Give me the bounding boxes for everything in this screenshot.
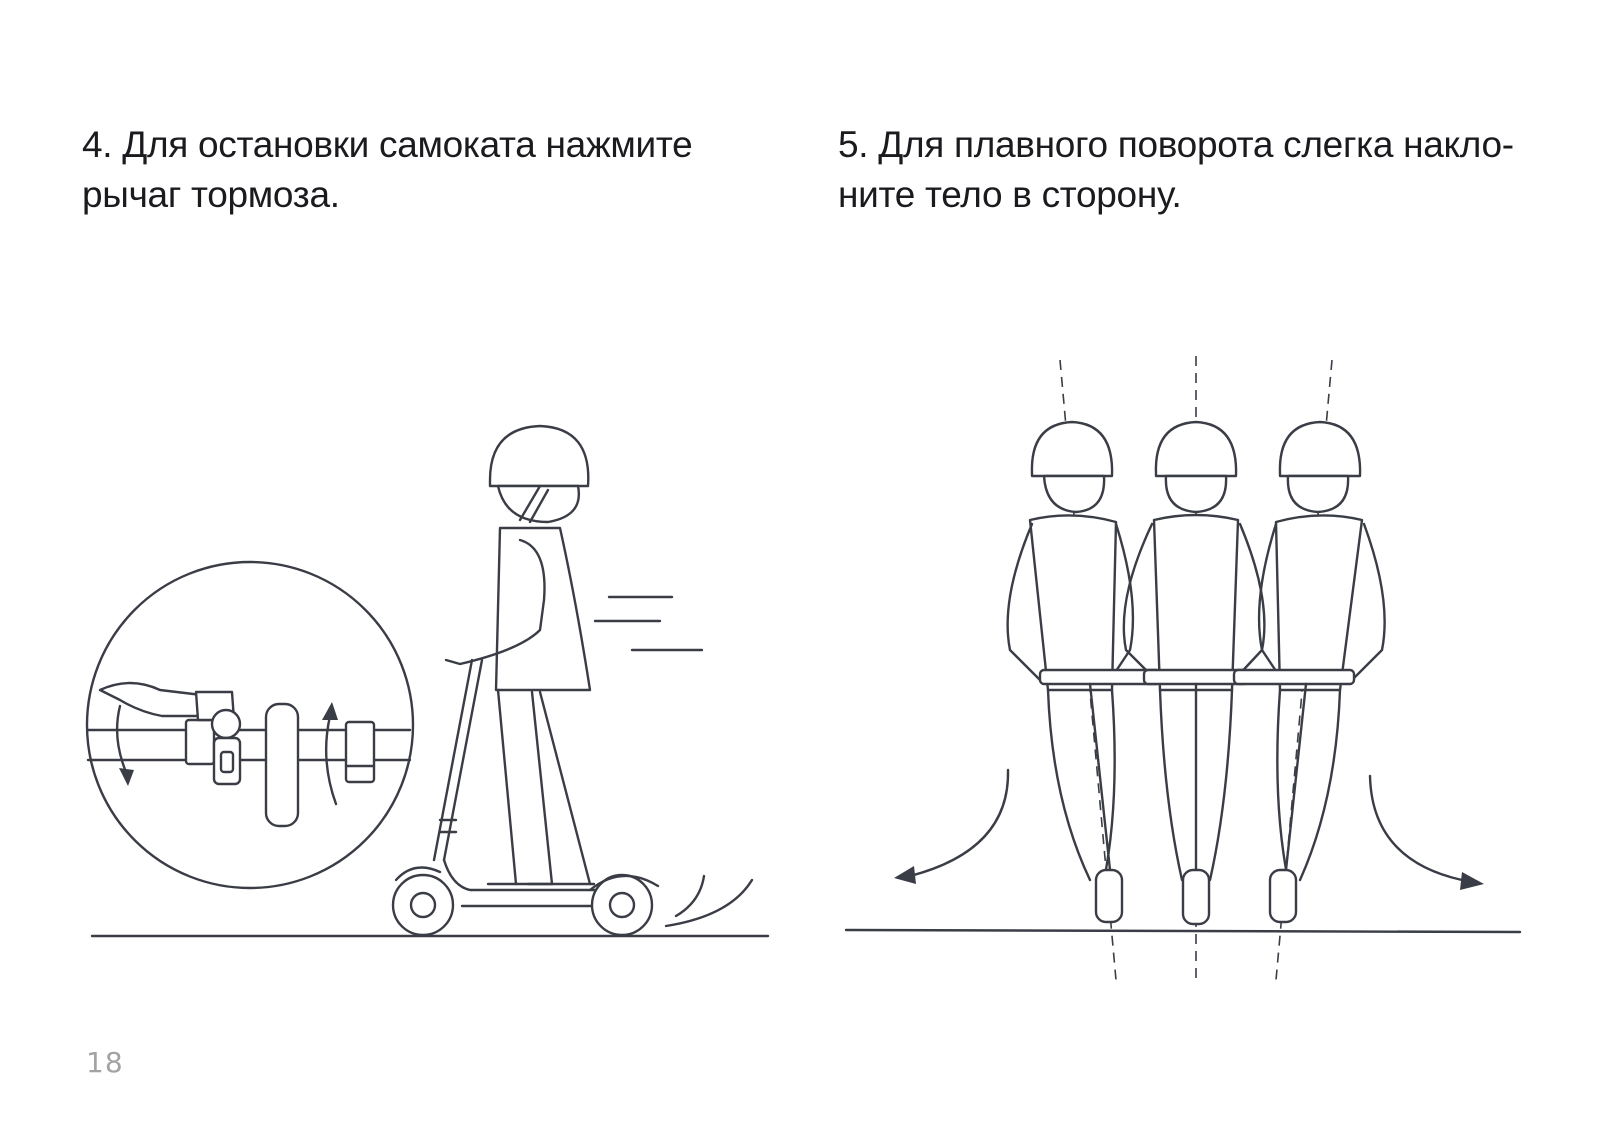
rider-right bbox=[1232, 420, 1386, 924]
scooter-stem-left bbox=[1088, 682, 1112, 872]
arm-right-b bbox=[1350, 522, 1386, 682]
leg-left-a bbox=[1046, 688, 1092, 882]
arm-center-a bbox=[1122, 522, 1158, 682]
helmet-strap bbox=[518, 484, 542, 522]
scooter-folding-latch bbox=[438, 818, 458, 834]
scooter-stem-right bbox=[1284, 682, 1308, 872]
rider-center bbox=[1122, 420, 1266, 926]
torso-right bbox=[1274, 514, 1364, 692]
ground-line-right bbox=[844, 928, 1522, 934]
turning-illustration bbox=[844, 356, 1522, 981]
handlebar-left bbox=[1038, 668, 1162, 686]
up-arrow-head-icon bbox=[322, 702, 338, 720]
helmet-center-icon bbox=[1154, 420, 1238, 478]
step-5-line-2: ните тело в сторону. bbox=[838, 174, 1182, 215]
turn-arrow-left-head-icon bbox=[894, 866, 916, 884]
rider-left bbox=[1006, 420, 1162, 924]
rider-arm bbox=[444, 538, 546, 666]
wheel-center bbox=[1181, 868, 1211, 926]
rider-leg-3 bbox=[538, 690, 592, 886]
torso-left bbox=[1028, 514, 1118, 692]
scooter-stem bbox=[432, 658, 474, 862]
helmet-icon bbox=[488, 424, 590, 488]
arm-right-a bbox=[1257, 522, 1284, 682]
braking-illustration bbox=[85, 424, 770, 938]
leg-center-b bbox=[1208, 688, 1234, 882]
head bbox=[496, 484, 581, 524]
down-arrow-curve bbox=[115, 704, 128, 774]
page-number: 18 bbox=[86, 1046, 124, 1079]
rear-wheel bbox=[590, 873, 654, 937]
head-right bbox=[1286, 474, 1350, 514]
rear-wheel-hub bbox=[608, 891, 636, 919]
handlebar-stem bbox=[264, 702, 300, 828]
leg-right-b bbox=[1298, 688, 1342, 882]
turn-arrow-right-head-icon bbox=[1460, 872, 1484, 890]
scooter-stem-2 bbox=[442, 658, 484, 862]
braking-motion-curve-2 bbox=[664, 878, 754, 928]
head-center bbox=[1164, 474, 1228, 514]
front-fender bbox=[394, 866, 442, 882]
step-5-line-1: 5. Для плавного поворота слегка накло- bbox=[838, 124, 1514, 165]
handlebar-center bbox=[1142, 668, 1250, 686]
rider-leg-2 bbox=[530, 690, 554, 886]
leg-right-a bbox=[1276, 688, 1290, 882]
brake-lever-zoom-circle bbox=[85, 560, 415, 890]
leg-center-a bbox=[1158, 688, 1184, 882]
up-arrow-curve bbox=[324, 714, 338, 806]
helmet-right-icon bbox=[1278, 420, 1362, 478]
turn-arrow-right-curve bbox=[1368, 774, 1464, 882]
step-4-instruction: 4. Для остановки самоката нажмите рычаг … bbox=[82, 120, 722, 220]
down-arrow-head-icon bbox=[119, 768, 134, 786]
brake-clamp bbox=[184, 718, 216, 766]
rider-leg-1 bbox=[496, 688, 518, 886]
wheel-right bbox=[1268, 868, 1298, 924]
braking-motion-curve-1 bbox=[674, 874, 706, 918]
head-left bbox=[1042, 474, 1106, 514]
helmet-strap-2 bbox=[528, 488, 550, 524]
helmet-left-icon bbox=[1030, 420, 1114, 478]
leg-left-b bbox=[1102, 688, 1116, 882]
scooter-deck-top bbox=[442, 858, 602, 892]
arm-center-b bbox=[1232, 522, 1266, 682]
front-wheel-hub bbox=[409, 891, 437, 919]
step-4-line-1: 4. Для остановки самоката нажмите bbox=[82, 124, 693, 165]
bell-button bbox=[219, 750, 235, 774]
zoom-circle bbox=[85, 560, 415, 890]
rear-fender bbox=[588, 874, 660, 892]
throttle-clamp bbox=[344, 720, 376, 784]
step-4-line-2: рычаг тормоза. bbox=[82, 174, 340, 215]
rider-on-scooter bbox=[391, 424, 754, 937]
turn-arrow-left-curve bbox=[908, 768, 1010, 878]
torso-center bbox=[1152, 513, 1240, 692]
bell-icon bbox=[210, 708, 242, 740]
step-5-instruction: 5. Для плавного поворота слегка накло- н… bbox=[838, 120, 1518, 220]
handlebar-right bbox=[1232, 668, 1356, 686]
arm-left-b bbox=[1108, 522, 1135, 682]
arm-left-a bbox=[1006, 522, 1042, 682]
front-wheel bbox=[391, 873, 455, 937]
wheel-left bbox=[1094, 868, 1124, 924]
